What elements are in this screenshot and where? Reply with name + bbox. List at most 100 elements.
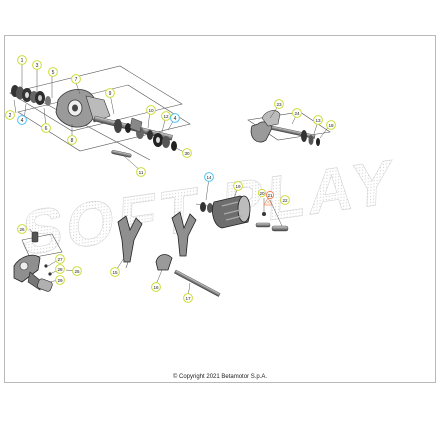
callout-label: 12 (163, 114, 169, 119)
callout-c15: 15 (110, 267, 120, 277)
callout-c17: 17 (183, 293, 193, 303)
callout-circle (257, 188, 267, 198)
callout-circle (274, 99, 284, 109)
callout-c14: 14 (204, 172, 214, 182)
callout-c11: 11 (136, 167, 146, 177)
callout-label: 10 (148, 108, 154, 113)
callout-circle (280, 195, 290, 205)
shift-fork-15 (117, 215, 143, 269)
callout-c9: 9 (105, 88, 115, 98)
callout-c29: 29 (55, 275, 65, 285)
callout-label: 4 (21, 118, 24, 124)
lever-arm-outline (34, 97, 151, 161)
callout-circle (204, 172, 214, 182)
callout-circle (55, 264, 65, 274)
callout-label: 3 (36, 63, 39, 69)
main-shaft (93, 115, 177, 151)
callout-label: 1 (21, 58, 24, 64)
callout-label: 19 (235, 184, 241, 189)
callout-label: 8 (71, 138, 74, 144)
callout-circle (5, 110, 15, 120)
callout-c28: 28 (55, 264, 65, 274)
callout-label: 4 (174, 116, 177, 122)
gear-pedal-assembly (13, 231, 63, 292)
callout-circle (71, 74, 81, 84)
callout-circle (313, 115, 323, 125)
callout-c7: 7 (71, 74, 81, 84)
gear-shaft-assembly (9, 65, 191, 161)
callout-c22: 22 (280, 195, 290, 205)
callout-label: 17 (185, 296, 191, 301)
callout-label: 21 (267, 193, 273, 198)
callout-circle (67, 135, 77, 145)
callout-label: 15 (112, 270, 118, 275)
callout-label: 2 (9, 113, 12, 119)
callout-label: 16 (153, 285, 159, 290)
callout-circle (55, 275, 65, 285)
callout-circle (17, 224, 27, 234)
callout-label: 14 (206, 175, 212, 180)
diagram-frame (4, 35, 436, 383)
callout-circle (72, 266, 82, 276)
callout-c16: 16 (151, 282, 161, 292)
callout-label: 22 (282, 198, 288, 203)
callout-circle (265, 190, 275, 200)
callout-circle (146, 105, 156, 115)
callout-c27: 27 (55, 254, 65, 264)
callout-c5: 5 (48, 67, 58, 77)
callout-label: 27 (57, 257, 63, 262)
shift-drum-assembly (195, 195, 289, 232)
callout-c19: 19 (233, 181, 243, 191)
callout-label: 28 (57, 267, 63, 272)
callout-c4b: 4 (170, 113, 180, 123)
callout-label: 24 (294, 111, 300, 116)
callout-c13: 13 (313, 115, 323, 125)
callout-circle (182, 148, 192, 158)
callout-circle (233, 181, 243, 191)
callout-label: 11 (139, 170, 144, 175)
callout-c6: 6 (41, 123, 51, 133)
callout-circle (32, 60, 42, 70)
callout-label: 18 (328, 123, 334, 128)
callout-c23: 23 (274, 99, 284, 109)
callout-c21: 21 (265, 190, 275, 200)
callout-label: 13 (315, 118, 321, 123)
callout-circle (326, 120, 336, 130)
callout-circle (110, 267, 120, 277)
callout-c18: 18 (326, 120, 336, 130)
copyright-notice: © Copyright 2021 Betamotor S.p.A. (172, 374, 268, 380)
callout-circle (161, 111, 171, 121)
callout-circle (151, 282, 161, 292)
pin-part-11 (111, 150, 132, 158)
marker-a: A (263, 197, 273, 206)
callout-c26: 26 (17, 224, 27, 234)
callout-circle (48, 67, 58, 77)
left-washers (11, 85, 51, 106)
callout-circle (17, 115, 27, 125)
gear-plate (55, 89, 111, 128)
callout-c1: 1 (17, 55, 27, 65)
callout-label: 29 (57, 278, 63, 283)
callout-label: 26 (19, 227, 25, 232)
callout-label: 7 (75, 77, 78, 83)
callout-circle (183, 293, 193, 303)
callout-circle (17, 55, 27, 65)
callout-c2: 2 (5, 110, 15, 120)
callout-label: 6 (45, 126, 48, 132)
callout-label: 23 (276, 102, 282, 107)
callout-c25: 25 (72, 266, 82, 276)
callout-label: 25 (74, 269, 80, 274)
callout-circle (55, 254, 65, 264)
callout-c30: 30 (182, 148, 192, 158)
callout-c4a: 4 (17, 115, 27, 125)
callout-label: 30 (184, 151, 190, 156)
callout-c24: 24 (292, 108, 302, 118)
callout-label: 20 (259, 191, 265, 196)
callout-circle (170, 113, 180, 123)
callout-circle (136, 167, 146, 177)
callout-c3: 3 (32, 60, 42, 70)
callout-c10: 10 (146, 105, 156, 115)
